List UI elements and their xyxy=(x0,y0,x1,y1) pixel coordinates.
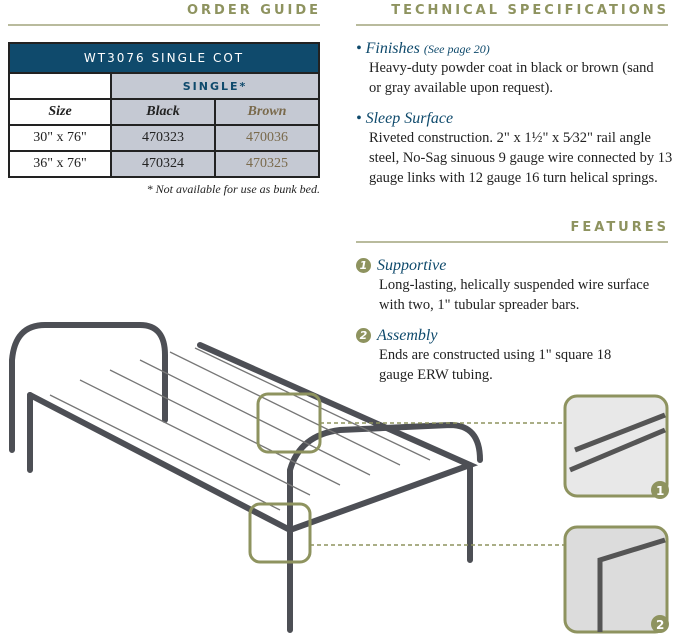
cell: 470036 xyxy=(214,124,320,152)
cell: 30" x 76" xyxy=(8,124,112,152)
spec-text: Riveted construction. 2" x 1½" x 5⁄32" r… xyxy=(369,130,673,186)
cell: 470325 xyxy=(214,150,320,178)
col-header: Size xyxy=(8,98,112,126)
cell: 470323 xyxy=(110,124,216,152)
detail-inset-2 xyxy=(563,525,669,634)
feature-title: Supportive xyxy=(377,257,447,274)
spec-title: Sleep Surface xyxy=(365,110,454,127)
table-title: WT3076 SINGLE COT xyxy=(8,42,320,74)
callout-box-2 xyxy=(248,502,312,564)
divider xyxy=(8,24,320,26)
spec-finishes: • Finishes (See page 20) Heavy-duty powd… xyxy=(356,40,675,98)
feature-text: Long-lasting, helically suspended wire s… xyxy=(379,277,650,313)
feature-1: 1 Supportive Long-lasting, helically susp… xyxy=(356,257,675,315)
specs-heading: TECHNICAL SPECIFICATIONS xyxy=(391,3,669,18)
svg-text:2: 2 xyxy=(656,618,664,632)
col-header: Brown xyxy=(214,98,320,126)
divider xyxy=(356,241,668,243)
feature-2: 2 Assembly Ends are constructed using 1" … xyxy=(356,327,675,385)
feature-text: Ends are constructed using 1" square 18 … xyxy=(379,347,612,383)
divider xyxy=(356,24,668,26)
cell: 36" x 76" xyxy=(8,150,112,178)
spec-title: Finishes xyxy=(365,40,420,57)
cell: 470324 xyxy=(110,150,216,178)
features-heading: FEATURES xyxy=(570,220,669,235)
detail-inset-1 xyxy=(563,394,669,498)
spec-text: Heavy-duty powder coat in black or brown… xyxy=(369,60,654,96)
number-badge: 2 xyxy=(356,328,371,343)
spec-note: (See page 20) xyxy=(423,42,490,56)
feature-title: Assembly xyxy=(377,327,438,344)
group-header: SINGLE* xyxy=(110,72,320,100)
col-header: Black xyxy=(110,98,216,126)
spec-sleep-surface: • Sleep Surface Riveted construction. 2"… xyxy=(356,110,675,188)
number-badge: 1 xyxy=(356,258,371,273)
footnote: * Not available for use as bunk bed. xyxy=(146,182,320,196)
svg-text:1: 1 xyxy=(656,484,664,498)
order-guide-heading: ORDER GUIDE xyxy=(187,3,322,18)
